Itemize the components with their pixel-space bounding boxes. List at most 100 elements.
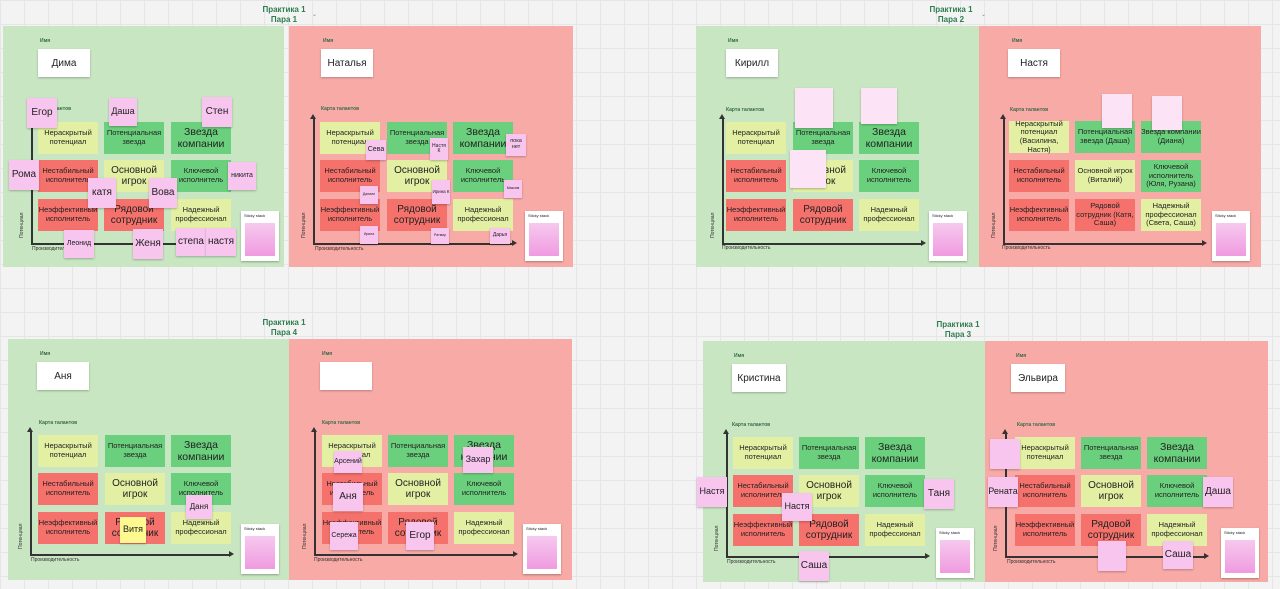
sticky-stack[interactable]: Sticky stack bbox=[1221, 528, 1259, 578]
cell-hidden: Нераскрытый потенциал bbox=[38, 435, 98, 467]
sticky-stack[interactable]: Sticky stack bbox=[241, 524, 279, 574]
productivity-label-right: Производительность bbox=[315, 246, 364, 252]
sticky-note[interactable]: Леонид bbox=[64, 230, 94, 258]
name-card[interactable]: Кристина bbox=[732, 364, 786, 392]
name-label: Имя bbox=[40, 38, 51, 44]
name-label-right: Имя bbox=[1016, 353, 1027, 359]
sticky-note[interactable]: Захар bbox=[463, 447, 493, 473]
cell-star: Звезда компании bbox=[865, 437, 925, 469]
sticky-note[interactable]: Стен bbox=[202, 97, 232, 127]
sticky-note[interactable]: Витя bbox=[120, 517, 146, 543]
cell-pstar: Потенциальная звезда bbox=[388, 435, 448, 467]
sticky-note[interactable] bbox=[990, 439, 1020, 469]
board-pair-2[interactable]: Имя Кирилл Карта талантов Потенциал Прои… bbox=[696, 26, 1261, 267]
cell-star: Звезда компании bbox=[859, 122, 919, 154]
sticky-stack[interactable]: Sticky stack bbox=[936, 528, 974, 578]
cell-hidden: Нераскрытый потенциал (Василина, Настя) bbox=[1009, 119, 1069, 153]
sticky-note[interactable]: Женя bbox=[133, 229, 163, 259]
sticky-note[interactable]: Аня bbox=[333, 483, 363, 511]
sticky-stack[interactable]: Sticky stack bbox=[1212, 211, 1250, 261]
board-pair-4[interactable]: Имя Аня Карта талантов Потенциал Произво… bbox=[8, 339, 572, 580]
name-label: Имя bbox=[728, 38, 739, 44]
sticky-note[interactable] bbox=[790, 150, 826, 188]
name-card[interactable]: Кирилл bbox=[726, 49, 778, 77]
name-card-right[interactable]: Настя bbox=[1008, 49, 1060, 77]
name-card[interactable]: Аня bbox=[37, 362, 89, 390]
x-axis-right bbox=[313, 240, 517, 246]
productivity-label: Производительность bbox=[727, 559, 776, 565]
cell-star: Звезда компании bbox=[453, 122, 513, 154]
sticky-note[interactable]: Вова bbox=[149, 178, 177, 208]
sticky-note[interactable]: Даша bbox=[1203, 477, 1233, 507]
cell-reliable: Надежный профессионал bbox=[865, 514, 925, 546]
cell-regular: Рядовой сотрудник bbox=[1081, 514, 1141, 546]
sticky-note[interactable]: Настя К bbox=[430, 138, 448, 160]
sticky-note[interactable]: Настя bbox=[782, 493, 812, 521]
sticky-note[interactable]: Ирина К bbox=[432, 180, 450, 204]
cell-reliable: Надежный профессионал bbox=[1147, 514, 1207, 546]
cell-hidden: Нераскрытый потенциал bbox=[726, 122, 786, 154]
name-card-right[interactable]: Наталья bbox=[321, 49, 373, 77]
sticky-note[interactable]: Максим bbox=[504, 180, 522, 198]
sticky-note[interactable]: Арсений bbox=[334, 451, 362, 473]
chevron-down-icon[interactable]: ⌄ bbox=[312, 12, 318, 18]
cell-hidden: Нераскрытый потенциал bbox=[733, 437, 793, 469]
sticky-note[interactable] bbox=[1152, 96, 1182, 130]
board-pair-1[interactable]: Имя Дима Карта талантов Потенциал Произв… bbox=[3, 26, 573, 267]
cell-regular: Рядовой сотрудник bbox=[104, 199, 164, 231]
cell-pstar: Потенциальная звезда bbox=[799, 437, 859, 469]
sticky-note[interactable]: никита bbox=[228, 162, 256, 190]
sticky-stack[interactable]: Sticky stack bbox=[525, 211, 563, 261]
sticky-note[interactable]: Сережа bbox=[330, 522, 358, 550]
sticky-note[interactable]: Таня bbox=[924, 479, 954, 509]
productivity-label: Производительность bbox=[32, 246, 81, 252]
potential-label-right: Потенциал bbox=[991, 212, 997, 238]
cell-ineff: Неэффективный исполнитель bbox=[1009, 199, 1069, 231]
cell-core: Основной игрок bbox=[1081, 475, 1141, 507]
y-axis bbox=[27, 427, 33, 555]
y-axis-right bbox=[310, 114, 316, 244]
sticky-note[interactable]: Ирина bbox=[360, 226, 378, 244]
sticky-note[interactable]: настя bbox=[206, 228, 236, 256]
sticky-stack[interactable]: Sticky stack bbox=[929, 211, 967, 261]
sticky-note[interactable]: пока нет bbox=[506, 134, 526, 156]
cell-ineff: Неэффективный исполнитель bbox=[38, 512, 98, 544]
cell-unstable: Нестабильный исполнитель bbox=[1009, 160, 1069, 192]
sticky-note[interactable]: Дарья bbox=[490, 228, 510, 244]
productivity-label-right: Производительность bbox=[1002, 245, 1051, 251]
sticky-note[interactable]: Сева bbox=[366, 140, 386, 160]
sticky-note[interactable]: Настя bbox=[697, 477, 727, 507]
sticky-note[interactable]: Саша bbox=[1163, 541, 1193, 569]
sticky-note[interactable]: Егор bbox=[406, 522, 434, 550]
sticky-note[interactable] bbox=[861, 88, 897, 124]
sticky-note[interactable] bbox=[1098, 541, 1126, 571]
cell-key: Ключевой исполнитель bbox=[454, 473, 514, 505]
x-axis bbox=[722, 240, 926, 246]
sticky-note[interactable]: Рома bbox=[9, 160, 39, 190]
sticky-note[interactable]: Даша bbox=[109, 98, 137, 126]
board-pair-3[interactable]: Имя Кристина Карта талантов Потенциал Пр… bbox=[697, 341, 1268, 582]
chevron-down-icon[interactable]: ⌄ bbox=[981, 12, 987, 18]
name-card-right[interactable] bbox=[320, 362, 372, 390]
sticky-note[interactable] bbox=[795, 88, 833, 128]
name-card[interactable]: Дима bbox=[38, 49, 90, 77]
sticky-note[interactable]: Егор bbox=[27, 98, 57, 128]
sticky-stack[interactable]: Sticky stack bbox=[523, 524, 561, 574]
name-card-right[interactable]: Эльвира bbox=[1011, 364, 1065, 392]
x-axis bbox=[30, 551, 234, 557]
sticky-stack[interactable]: Sticky stack bbox=[241, 211, 279, 261]
sticky-note[interactable]: катя bbox=[88, 178, 116, 208]
sticky-note[interactable]: Рената bbox=[988, 477, 1018, 507]
sticky-note[interactable]: Ратмир bbox=[431, 228, 449, 244]
sticky-note[interactable]: Даня bbox=[186, 495, 212, 519]
sticky-note[interactable] bbox=[1102, 94, 1132, 128]
sticky-note[interactable]: Даниил bbox=[360, 186, 378, 204]
cell-core: Основной игрок bbox=[105, 473, 165, 505]
cell-key: Ключевой исполнитель bbox=[453, 160, 513, 192]
sticky-note[interactable]: Саша bbox=[799, 551, 829, 581]
cell-key: Ключевой исполнитель bbox=[1147, 475, 1207, 507]
sticky-note[interactable]: степа bbox=[176, 228, 206, 256]
